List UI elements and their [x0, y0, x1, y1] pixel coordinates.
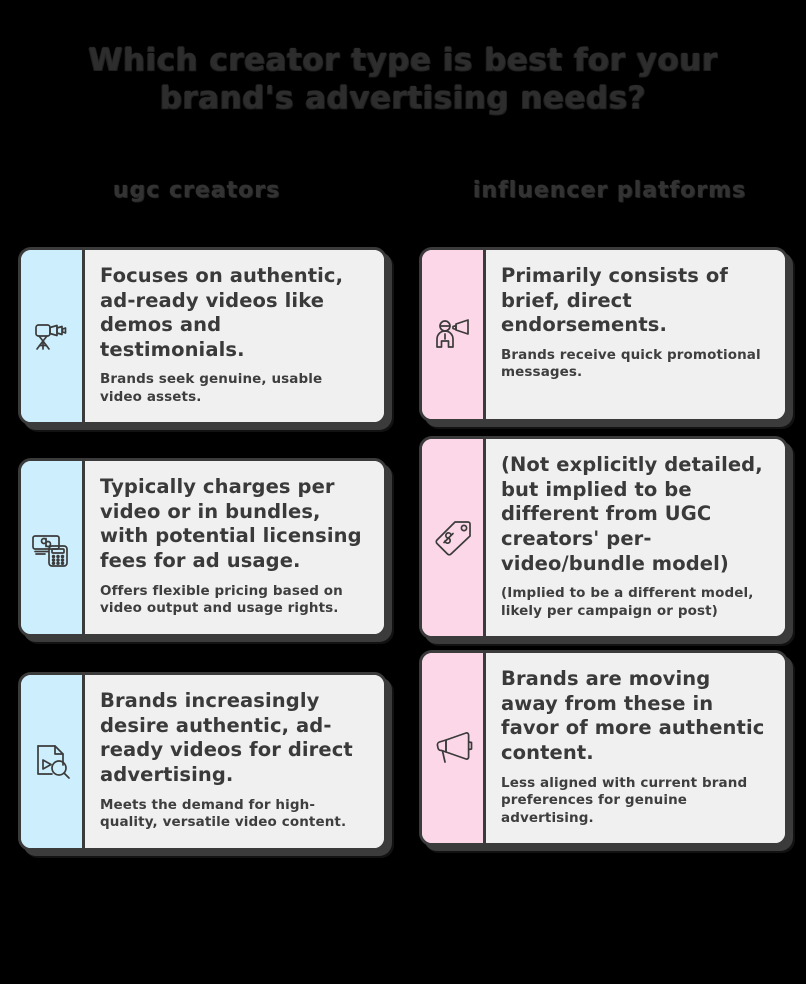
card-body: Focuses on authentic, ad-ready videos li…	[85, 250, 384, 423]
card-sub-text: Less aligned with current brand preferen…	[501, 774, 748, 826]
comparison-row: Brands increasingly desire authentic, ad…	[18, 650, 788, 851]
video-file-search-icon	[31, 740, 73, 782]
person-with-megaphone-icon	[432, 314, 474, 356]
grid-cell: Typically charges per video or in bundle…	[18, 458, 387, 637]
comparison-card[interactable]: Primarily consists of brief, direct endo…	[419, 247, 788, 422]
comparison-card[interactable]: Focuses on authentic, ad-ready videos li…	[18, 247, 387, 426]
card-accent-strip	[422, 250, 486, 419]
card-main-text: Brands increasingly desire authentic, ad…	[100, 689, 353, 786]
comparison-grid: Focuses on authentic, ad-ready videos li…	[0, 247, 806, 851]
card-sub-text: Meets the demand for high-quality, versa…	[100, 796, 347, 831]
grid-cell: Brands are moving away from these in fav…	[419, 650, 788, 847]
card-accent-strip	[422, 653, 486, 844]
card-main-text: Focuses on authentic, ad-ready videos li…	[100, 264, 344, 361]
card-accent-strip	[21, 250, 85, 423]
card-main-text: Typically charges per video or in bundle…	[100, 475, 362, 573]
title-block: Which creator type is best for your bran…	[0, 42, 806, 118]
column-header-influencer-platforms: influencer platforms	[472, 178, 747, 203]
column-header-row: ugc creators influencer platforms	[0, 178, 806, 203]
card-sub-text: Brands seek genuine, usable video assets…	[100, 371, 323, 405]
comparison-card[interactable]: Brands are moving away from these in fav…	[419, 650, 788, 847]
column-header-ugc-creators: ugc creators	[112, 178, 281, 203]
card-sub-text: Offers flexible pricing based on video o…	[100, 582, 343, 617]
grid-cell: Primarily consists of brief, direct endo…	[419, 247, 788, 422]
card-sub-text: (Implied to be a different model, likely…	[501, 585, 754, 619]
comparison-card[interactable]: Typically charges per video or in bundle…	[18, 458, 387, 637]
grid-cell: Brands increasingly desire authentic, ad…	[18, 672, 387, 851]
comparison-row: Focuses on authentic, ad-ready videos li…	[18, 247, 788, 426]
price-tag-icon	[432, 517, 474, 559]
comparison-row: Typically charges per video or in bundle…	[18, 436, 788, 640]
card-sub-text: Brands receive quick promotional message…	[501, 346, 761, 381]
card-main-text: (Not explicitly detailed, but implied to…	[501, 453, 763, 575]
card-body: Typically charges per video or in bundle…	[85, 461, 384, 634]
card-accent-strip	[422, 439, 486, 637]
card-accent-strip	[21, 675, 85, 848]
page-title: Which creator type is best for your bran…	[88, 42, 718, 116]
card-main-text: Brands are moving away from these in fav…	[501, 667, 765, 764]
money-calculator-icon	[31, 527, 73, 569]
card-body: Brands increasingly desire authentic, ad…	[85, 675, 384, 848]
card-body: Primarily consists of brief, direct endo…	[486, 250, 785, 419]
video-camera-tripod-icon	[31, 315, 73, 357]
megaphone-icon	[432, 727, 474, 769]
grid-cell: (Not explicitly detailed, but implied to…	[419, 436, 788, 640]
card-body: Brands are moving away from these in fav…	[486, 653, 785, 844]
grid-cell: Focuses on authentic, ad-ready videos li…	[18, 247, 387, 426]
comparison-card[interactable]: Brands increasingly desire authentic, ad…	[18, 672, 387, 851]
card-accent-strip	[21, 461, 85, 634]
card-main-text: Primarily consists of brief, direct endo…	[501, 264, 728, 337]
card-body: (Not explicitly detailed, but implied to…	[486, 439, 785, 637]
comparison-card[interactable]: (Not explicitly detailed, but implied to…	[419, 436, 788, 640]
